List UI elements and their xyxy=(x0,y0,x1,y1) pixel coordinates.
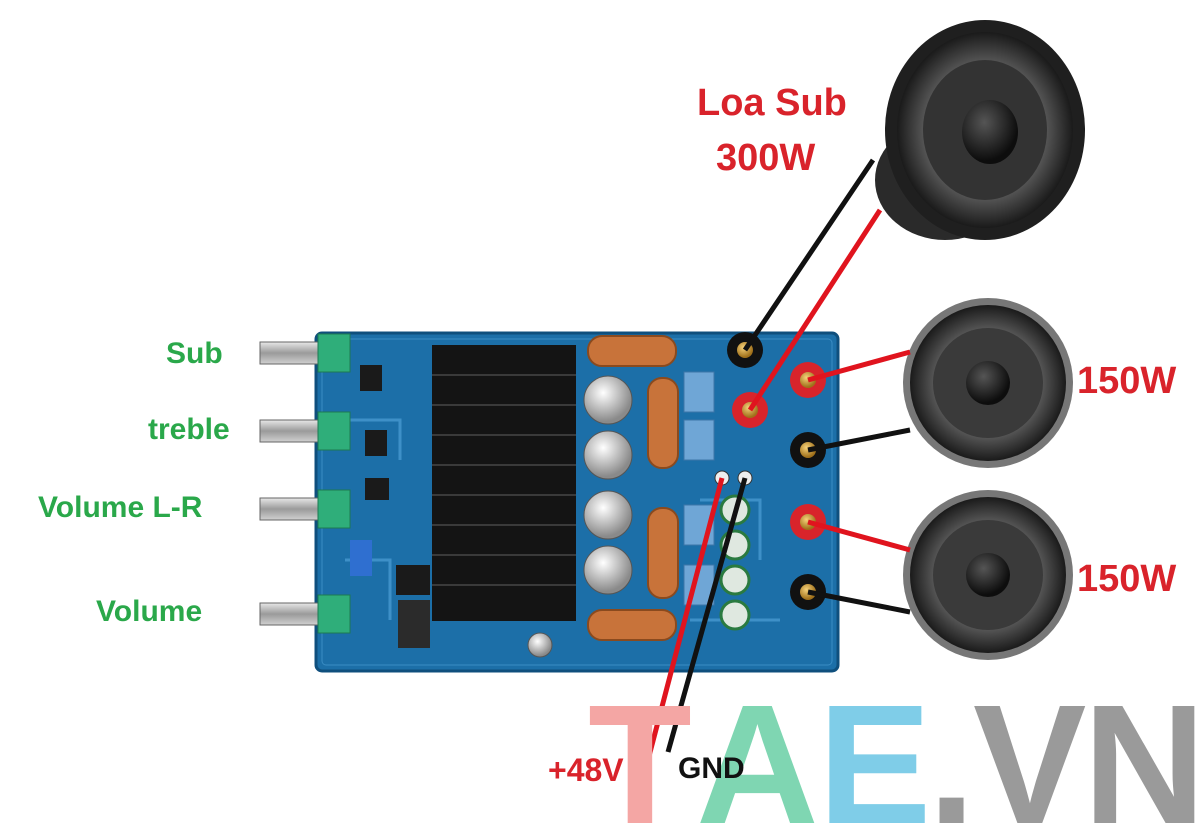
watermark-letter: A xyxy=(696,680,821,840)
speaker-right xyxy=(903,298,1073,468)
wire-power-positive xyxy=(645,477,725,761)
capacitors xyxy=(527,375,751,658)
potentiometer-volume[interactable] xyxy=(259,594,351,634)
watermark-letter: N xyxy=(1083,680,1200,840)
potentiometer-sub[interactable] xyxy=(259,333,351,373)
potentiometer-volume-lr[interactable] xyxy=(259,489,351,529)
label-volume: Volume xyxy=(96,595,203,628)
subwoofer-speaker xyxy=(875,20,1085,240)
heatsink xyxy=(432,345,576,621)
potentiometer-treble[interactable] xyxy=(259,411,351,451)
wire-left-negative xyxy=(807,589,911,615)
label-left-speaker-power: 150W xyxy=(1077,558,1177,600)
watermark-letter: . xyxy=(928,680,978,840)
label-sub-speaker-name: Loa Sub xyxy=(697,82,847,124)
label-sub: Sub xyxy=(166,337,223,370)
label-power-positive: +48V xyxy=(548,752,624,788)
watermark: T A E . V N xyxy=(588,680,1200,840)
wire-left-positive xyxy=(807,519,911,553)
wire-power-ground xyxy=(665,477,748,753)
watermark-letter: T xyxy=(588,680,694,840)
wire-sub-positive xyxy=(747,208,883,412)
wire-right-positive xyxy=(807,349,911,383)
label-power-ground: GND xyxy=(678,752,745,785)
label-sub-speaker-power: 300W xyxy=(716,137,816,179)
ic-chips xyxy=(350,365,430,648)
label-treble: treble xyxy=(148,413,230,446)
watermark-letter: E xyxy=(818,680,934,840)
label-volume-lr: Volume L-R xyxy=(38,491,203,524)
amplifier-board xyxy=(314,331,840,673)
label-right-speaker-power: 150W xyxy=(1077,360,1177,402)
inductors xyxy=(587,335,679,641)
wire-right-negative xyxy=(807,427,911,453)
watermark-letter: V xyxy=(973,680,1089,840)
speaker-left xyxy=(903,490,1073,660)
wire-sub-negative xyxy=(742,158,876,352)
